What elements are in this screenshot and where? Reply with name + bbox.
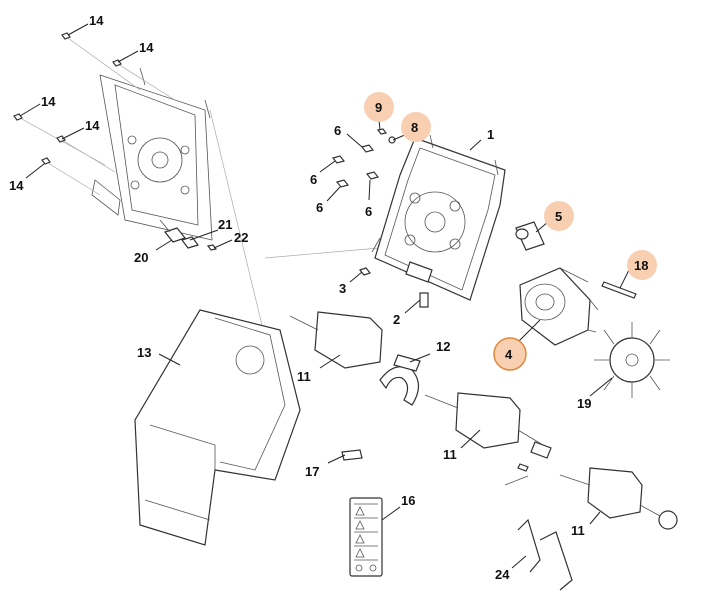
label-14-a: 14 — [89, 13, 104, 28]
label-2: 2 — [393, 312, 400, 327]
label-14-e: 14 — [9, 178, 24, 193]
leader-lines — [19, 23, 631, 569]
label-20: 20 — [134, 250, 148, 265]
label-24: 24 — [495, 567, 510, 582]
label-5[interactable]: 5 — [555, 209, 562, 224]
motor-unit — [519, 267, 599, 346]
label-18[interactable]: 18 — [634, 258, 648, 273]
sensor-assembly — [159, 219, 218, 251]
highlight-circle-18[interactable] — [627, 250, 657, 280]
label-6-a: 6 — [334, 123, 341, 138]
label-13: 13 — [137, 345, 151, 360]
handle-clip — [379, 354, 421, 406]
highlight-circle-8[interactable] — [401, 112, 431, 142]
label-19: 19 — [577, 396, 591, 411]
label-6-c: 6 — [316, 200, 323, 215]
rear-mounting-plate — [91, 67, 213, 241]
fan-wheel — [594, 322, 670, 398]
battery-pack-1 — [289, 311, 383, 369]
carbon-brush — [515, 221, 545, 251]
label-9[interactable]: 9 — [375, 100, 382, 115]
small-pin-parts — [504, 463, 529, 486]
highlight-markers — [364, 92, 657, 371]
label-11-c: 11 — [571, 523, 585, 538]
grass-catcher — [134, 309, 301, 546]
label-11-a: 11 — [297, 369, 311, 384]
label-4[interactable]: 4 — [505, 347, 513, 362]
label-14-d: 14 — [85, 118, 100, 133]
highlight-circle-9[interactable] — [364, 92, 394, 122]
label-1: 1 — [487, 127, 494, 142]
part-labels: 14 14 14 14 14 9 8 1 6 6 6 6 5 18 4 19 2… — [9, 13, 648, 582]
motor-mount-plate — [371, 134, 506, 301]
screw-14-group — [13, 32, 122, 165]
cable-connector — [601, 281, 637, 299]
label-8[interactable]: 8 — [411, 120, 418, 135]
label-6-b: 6 — [310, 172, 317, 187]
label-6-d: 6 — [365, 204, 372, 219]
battery-pack-3 — [559, 467, 678, 530]
label-22: 22 — [234, 230, 248, 245]
battery-pack-2 — [424, 392, 552, 459]
highlight-circle-5[interactable] — [544, 201, 574, 231]
small-screws — [331, 128, 429, 308]
label-16: 16 — [401, 493, 415, 508]
pin-17 — [341, 449, 363, 461]
label-3: 3 — [339, 281, 346, 296]
wire-bracket — [517, 518, 573, 591]
label-14-b: 14 — [139, 40, 154, 55]
label-11-b: 11 — [443, 447, 457, 462]
label-21: 21 — [218, 217, 232, 232]
highlight-circle-4[interactable] — [493, 337, 527, 371]
label-17: 17 — [305, 464, 319, 479]
warning-label-sheet — [349, 497, 383, 577]
label-12: 12 — [436, 339, 450, 354]
label-14-c: 14 — [41, 94, 56, 109]
